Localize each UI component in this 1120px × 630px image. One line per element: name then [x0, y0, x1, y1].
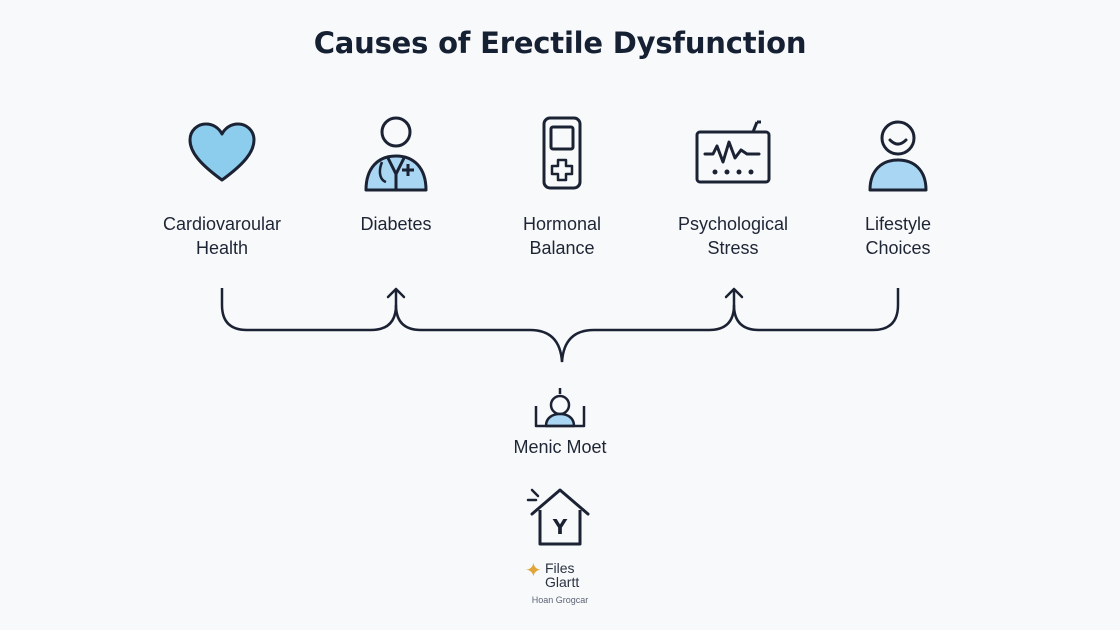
doctor-icon: [364, 116, 428, 192]
person-desk-icon: [534, 388, 586, 428]
connector-right-bracket: [732, 288, 900, 332]
center-node: Menic Moet: [475, 386, 645, 458]
cause-item-hormonal: Hormonal Balance: [477, 112, 647, 260]
brand-name: Files Glartt: [545, 560, 580, 590]
star-icon: ✦: [525, 560, 542, 582]
footer-logo: Y ✦ Files Glartt Hoan Grogcar: [490, 486, 630, 605]
arrow-head-diabetes: [386, 287, 406, 299]
connector-middle-bracket: [394, 304, 736, 363]
cause-item-diabetes: Diabetes: [311, 112, 481, 236]
connector-left-bracket: [220, 288, 398, 332]
brand-tagline: Hoan Grogcar: [531, 595, 589, 605]
heart-icon: [188, 122, 256, 182]
house-icon: Y: [526, 488, 590, 546]
cause-item-stress: Psychological Stress: [648, 112, 818, 260]
cause-label: Psychological Stress: [677, 214, 789, 258]
center-label: Menic Moet: [513, 437, 607, 457]
heart-monitor-icon: [695, 120, 771, 184]
hormone-device-icon: [542, 116, 582, 190]
cause-item-lifestyle: Lifestyle Choices: [813, 112, 983, 260]
cause-label: Diabetes: [360, 214, 432, 234]
cause-label: Lifestyle Choices: [864, 214, 932, 258]
cause-label: Hormonal Balance: [522, 214, 602, 258]
person-icon: [868, 120, 928, 192]
arrow-head-stress: [724, 287, 744, 299]
brand-mark: ✦ Files Glartt: [515, 559, 605, 593]
cause-item-cardiovascular: Cardiovaroular Health: [137, 112, 307, 260]
page-title: Causes of Erectile Dysfunction: [313, 26, 807, 60]
cause-label: Cardiovaroular Health: [162, 214, 282, 258]
house-letter: Y: [552, 515, 568, 539]
